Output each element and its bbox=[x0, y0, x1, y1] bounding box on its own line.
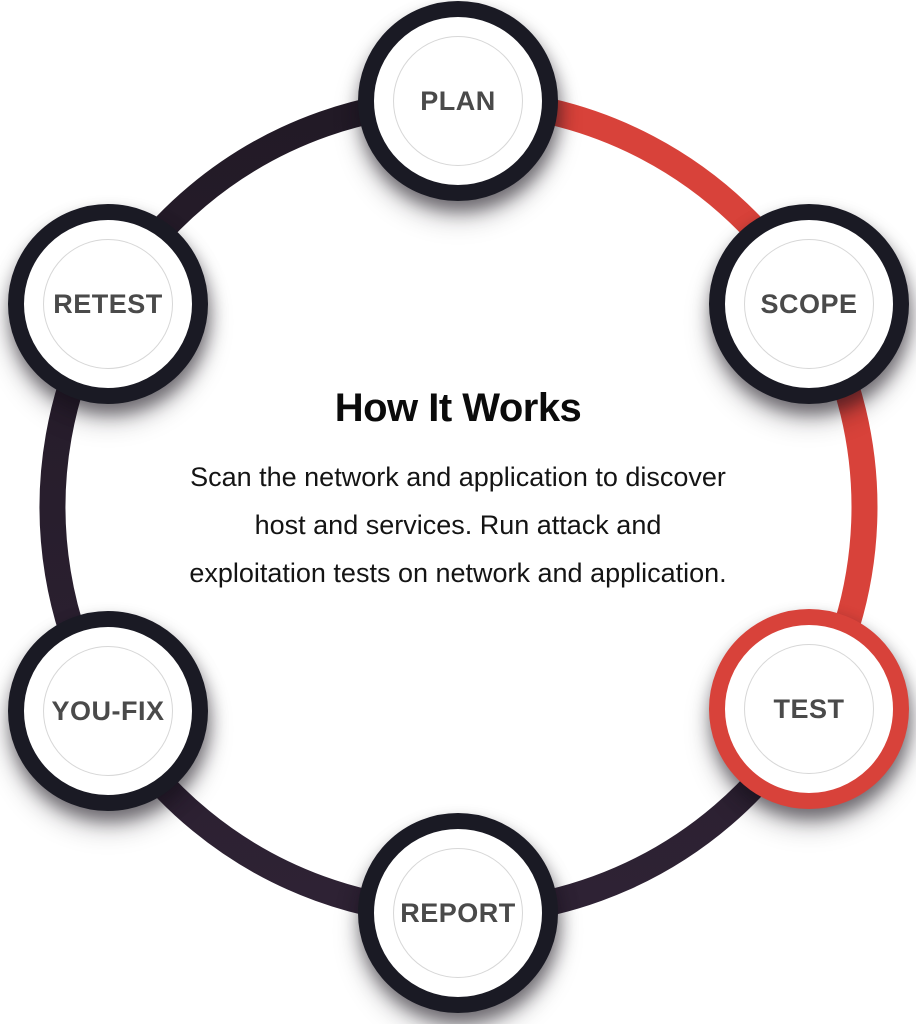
step-node-you-fix: YOU-FIX bbox=[8, 611, 208, 811]
step-label: PLAN bbox=[420, 85, 496, 116]
step-node-scope: SCOPE bbox=[709, 204, 909, 404]
step-label: YOU-FIX bbox=[51, 695, 165, 726]
node-inner-ring bbox=[393, 36, 523, 166]
step-label: TEST bbox=[773, 693, 845, 724]
step-node-test: TEST bbox=[709, 609, 909, 809]
diagram-title: How It Works bbox=[334, 386, 582, 430]
node-inner-ring bbox=[744, 239, 874, 369]
step-node-plan: PLAN bbox=[358, 1, 558, 201]
node-inner-ring bbox=[43, 239, 173, 369]
diagram-description: Scan the network and application to disc… bbox=[189, 462, 727, 588]
step-label: RETEST bbox=[53, 288, 163, 319]
center-text-block: How It Works Scan the network and applic… bbox=[186, 386, 730, 597]
step-node-report: REPORT bbox=[358, 813, 558, 1013]
node-inner-ring bbox=[744, 644, 874, 774]
node-inner-ring bbox=[393, 848, 523, 978]
node-inner-ring bbox=[43, 646, 173, 776]
step-label: SCOPE bbox=[760, 288, 858, 319]
step-node-retest: RETEST bbox=[8, 204, 208, 404]
step-label: REPORT bbox=[400, 897, 516, 928]
